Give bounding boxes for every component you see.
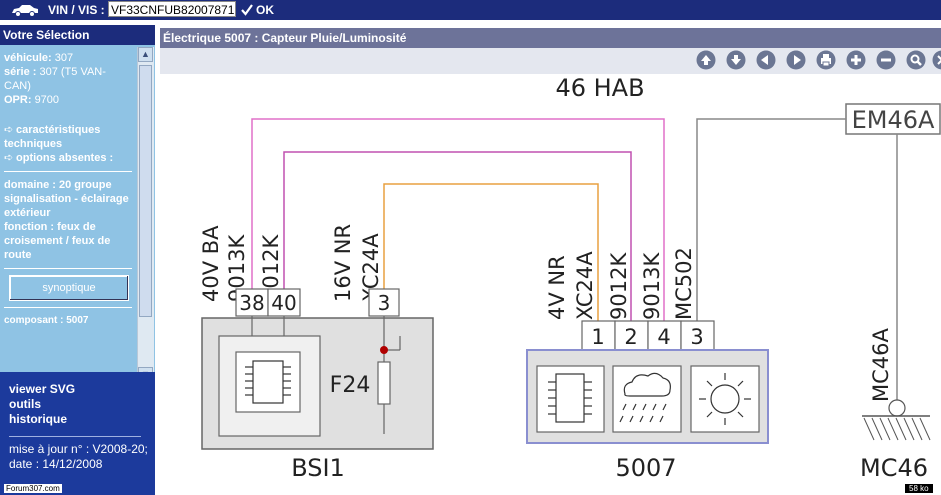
footer-left: Forum307.com <box>4 484 62 493</box>
vehicule-label: véhicule: <box>4 52 52 64</box>
ground-terminal <box>888 399 906 417</box>
wire-mc502 <box>696 118 846 321</box>
content-title: Électrique 5007 : Capteur Pluie/Luminosi… <box>160 28 941 48</box>
pin-40: 40 <box>271 291 296 315</box>
close-icon[interactable] <box>932 50 941 70</box>
sidebar: Votre Sélection véhicule: 307 série : 30… <box>0 25 155 495</box>
diagram-title: 46 HAB <box>555 74 644 102</box>
sensor-name: 5007 <box>615 454 676 482</box>
vin-input[interactable]: VF33CNFUB82007871 <box>108 1 236 17</box>
em46a-label: EM46A <box>852 106 935 134</box>
fonction-label: fonction : <box>4 221 55 233</box>
divider <box>4 307 132 308</box>
synoptique-button[interactable]: synoptique <box>9 275 129 301</box>
print-icon[interactable] <box>816 50 836 70</box>
checkmark-icon <box>241 4 253 16</box>
divider <box>9 436 141 437</box>
opr-value: 9700 <box>34 94 60 106</box>
pin-4: 4 <box>657 325 670 349</box>
serie-label: série : <box>4 66 37 78</box>
up-icon[interactable] <box>696 50 716 70</box>
serie-value: 307 (T5 VAN-CAN) <box>4 66 106 92</box>
ground-wire-label: MC46A <box>869 327 893 402</box>
selection-header: Votre Sélection <box>0 25 155 45</box>
historique-link[interactable]: historique <box>9 412 68 426</box>
sensor-wire-label: 9013K <box>640 252 664 320</box>
file-size: 58 ko <box>905 484 933 493</box>
car-icon <box>12 5 38 17</box>
ground-name: MC46 <box>860 454 928 482</box>
bsi-name: BSI1 <box>291 454 345 482</box>
chip-icon <box>235 351 301 413</box>
scroll-up-icon[interactable]: ▲ <box>138 47 153 62</box>
zoom-out-icon[interactable] <box>876 50 896 70</box>
opr-label: OPR: <box>4 94 32 106</box>
mise-a-jour: mise à jour n° : V2008-20; <box>9 442 148 456</box>
ok-button[interactable]: OK <box>240 1 274 19</box>
zoom-in-icon[interactable] <box>846 50 866 70</box>
down-icon[interactable] <box>726 50 746 70</box>
divider <box>4 268 132 269</box>
sensor-chip-icon <box>536 365 605 433</box>
lower-panel: viewer SVG outils historique mise à jour… <box>0 372 155 495</box>
pin-38: 38 <box>239 291 264 315</box>
left-icon[interactable] <box>756 50 776 70</box>
selection-panel: véhicule: 307 série : 307 (T5 VAN-CAN) O… <box>0 45 155 385</box>
search-icon[interactable] <box>906 50 926 70</box>
pin-3-bsi: 3 <box>378 291 391 315</box>
arrow-icon: ➪ <box>4 152 14 164</box>
fonction-value: feux de croisement / feux de route <box>4 221 111 261</box>
sensor-wire-label: XC24A <box>573 251 597 320</box>
link-options-absentes[interactable]: ➪options absentes : <box>4 152 114 164</box>
top-bar: VIN / VIS : VF33CNFUB82007871 OK <box>0 0 941 20</box>
divider <box>4 171 132 172</box>
wire-xc24a <box>383 183 599 321</box>
bsi-wire-label: 16V NR <box>331 224 355 302</box>
junction-dot <box>380 346 388 354</box>
vehicule-value: 307 <box>54 52 74 64</box>
domaine-value: 20 groupe signalisation - éclairage exté… <box>4 179 129 219</box>
pin-2: 2 <box>624 325 637 349</box>
pin-3-sensor: 3 <box>690 325 703 349</box>
domaine-label: domaine : <box>4 179 56 191</box>
wire-9012k <box>283 151 632 321</box>
sensor-wire-label: MC502 <box>672 247 696 320</box>
fuse-label: F24 <box>330 373 371 398</box>
diagram-toolbar <box>160 48 941 74</box>
link-caracteristiques[interactable]: ➪caractéristiques techniques <box>4 124 101 150</box>
update-date: date : 14/12/2008 <box>9 457 103 471</box>
composant-label: composant : 5007 <box>4 315 89 326</box>
sensor-wire-label: 4V NR <box>545 255 569 320</box>
sidebar-scrollbar[interactable]: ▲ ▼ <box>137 47 154 383</box>
ok-label: OK <box>256 3 274 17</box>
wire-9013k <box>251 118 665 321</box>
wiring-diagram: 46 HAB EM46A 40V BA 9013K 9012K 16V NR X… <box>199 74 941 482</box>
pin-1: 1 <box>591 325 604 349</box>
bsi-wire-label: 40V BA <box>199 225 223 302</box>
scroll-thumb[interactable] <box>139 65 152 317</box>
viewer-svg-link[interactable]: viewer SVG <box>9 382 76 396</box>
sensor-wire-label: 9012K <box>607 252 631 320</box>
right-icon[interactable] <box>786 50 806 70</box>
outils-link[interactable]: outils <box>9 397 41 411</box>
vin-label: VIN / VIS : <box>48 3 105 17</box>
arrow-icon: ➪ <box>4 124 14 136</box>
fuse-icon <box>377 361 391 405</box>
